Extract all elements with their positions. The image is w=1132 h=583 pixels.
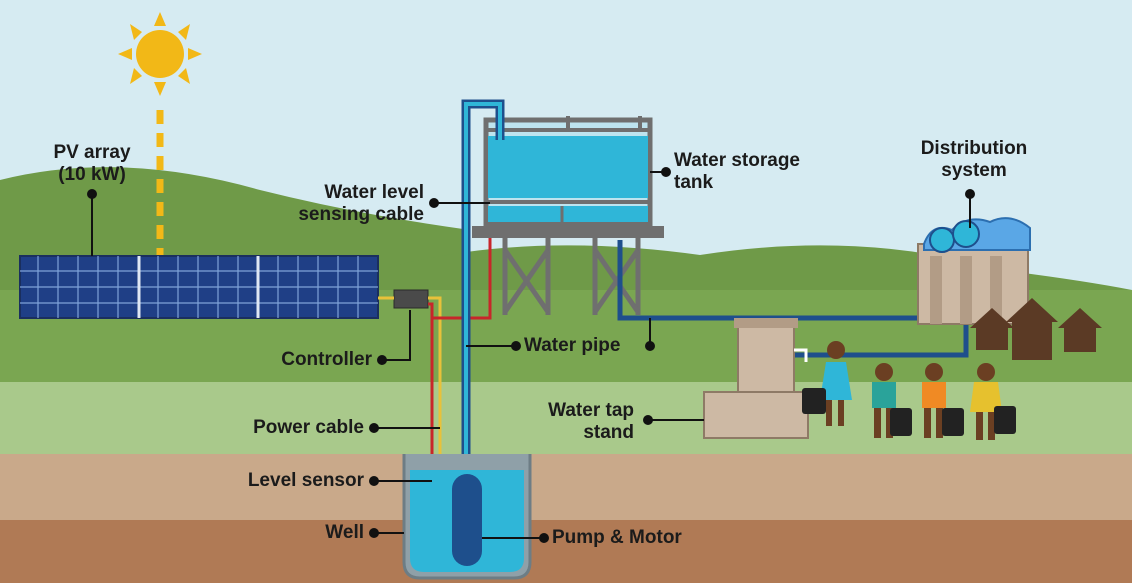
distribution-system-label-line2: system bbox=[941, 160, 1007, 181]
water-level-sensing-cable-label: Water level sensing cable bbox=[268, 182, 424, 226]
controller-box bbox=[393, 289, 429, 309]
water-level-cable-label-line1: Water level bbox=[324, 182, 424, 203]
pv-array-label: PV array (10 kW) bbox=[36, 142, 148, 186]
pv-array-label-line1: PV array bbox=[53, 142, 131, 163]
water-tap-stand-structure bbox=[703, 318, 809, 439]
well-label: Well bbox=[280, 522, 364, 544]
water-storage-tank-label-line1: Water storage bbox=[674, 150, 800, 171]
controller-label: Controller bbox=[240, 349, 372, 371]
well-label-text: Well bbox=[325, 522, 364, 543]
soil-top bbox=[0, 454, 1132, 520]
distribution-system-label-line1: Distribution bbox=[920, 138, 1028, 159]
level-sensor-label: Level sensor bbox=[206, 470, 364, 492]
pv-array-label-line2: (10 kW) bbox=[58, 164, 126, 185]
power-cable-label: Power cable bbox=[210, 417, 364, 439]
water-tap-stand-label: Water tap stand bbox=[512, 400, 634, 444]
distribution-pipe bbox=[617, 240, 920, 321]
level-sensor-cable bbox=[428, 302, 434, 494]
pump-motor-label: Pump & Motor bbox=[552, 527, 712, 549]
level-sensor-label-text: Level sensor bbox=[247, 470, 364, 491]
pump-motor-label-text: Pump & Motor bbox=[552, 527, 682, 548]
water-pipe-label: Water pipe bbox=[524, 335, 644, 357]
distribution-system-label: Distribution system bbox=[904, 138, 1044, 182]
water-storage-tank-label-line2: tank bbox=[674, 172, 714, 193]
houses-icon bbox=[970, 298, 1102, 360]
power-cable bbox=[428, 296, 442, 500]
sun-icon bbox=[118, 12, 202, 96]
controller-label-text: Controller bbox=[281, 349, 372, 370]
water-storage-tank-body bbox=[483, 116, 653, 227]
tank-platform bbox=[472, 226, 664, 238]
water-storage-tank-label: Water storage tank bbox=[674, 150, 814, 194]
water-pipe-inner bbox=[464, 102, 502, 505]
distribution-system-building bbox=[917, 217, 1031, 325]
water-level-cable-label-line2: sensing cable bbox=[298, 204, 424, 225]
soil-bottom bbox=[0, 520, 1132, 583]
water-pipe-label-text: Water pipe bbox=[524, 335, 621, 356]
power-cable-label-text: Power cable bbox=[253, 417, 364, 438]
people-icon bbox=[802, 341, 1016, 440]
pv-array-panels bbox=[19, 255, 379, 319]
water-tap-stand-label-line1: Water tap bbox=[548, 400, 634, 421]
tank-tower bbox=[502, 238, 641, 315]
water-tap-stand-label-line2: stand bbox=[583, 422, 634, 443]
leader-lines bbox=[87, 167, 975, 543]
pump-motor bbox=[452, 474, 482, 566]
